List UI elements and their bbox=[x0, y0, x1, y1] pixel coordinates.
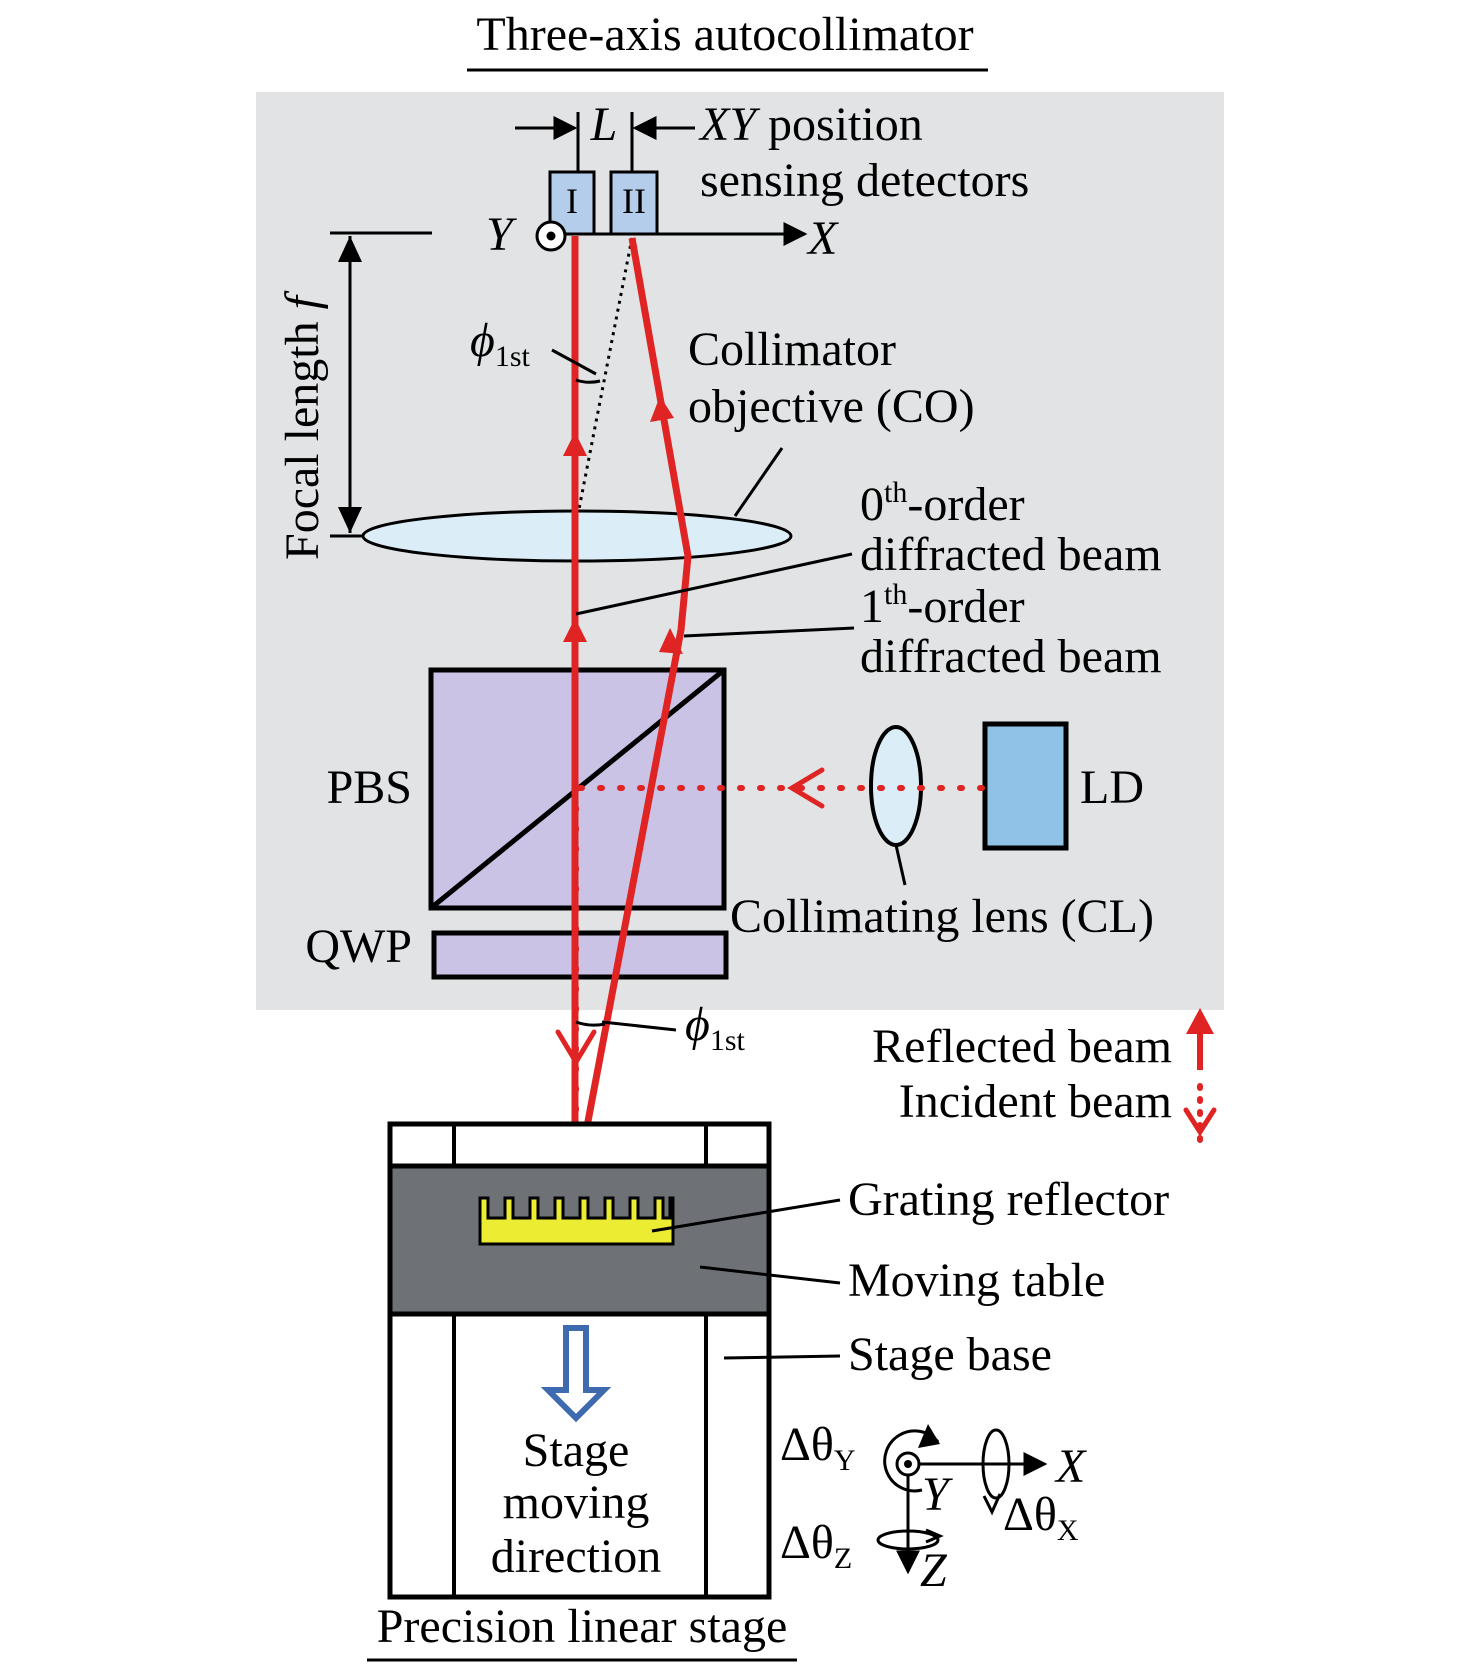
first-order-label-line1: 1th-order bbox=[860, 578, 1025, 633]
phi-top-arc bbox=[575, 378, 601, 384]
y-axis-label-bottom: Y bbox=[922, 1468, 953, 1521]
collimator-objective-label-line2: objective (CO) bbox=[688, 380, 975, 433]
focal-length-dimension bbox=[330, 231, 432, 538]
detector-ii-label: II bbox=[622, 181, 646, 221]
detectors-label-line2: sensing detectors bbox=[700, 154, 1029, 207]
legend-incident-arrow bbox=[1183, 1083, 1217, 1153]
reference-dotted-line bbox=[568, 237, 634, 556]
stage-title: Precision linear stage bbox=[377, 1600, 788, 1653]
stage-base-label: Stage base bbox=[848, 1328, 1052, 1381]
dtheta-z-label: ΔθZ bbox=[780, 1516, 852, 1575]
rotation-axes bbox=[876, 1424, 1048, 1575]
dtheta-x-label: ΔθX bbox=[1003, 1488, 1079, 1547]
phi-bottom-leader bbox=[601, 1020, 677, 1032]
moving-table-label: Moving table bbox=[848, 1254, 1105, 1307]
laser-diode bbox=[982, 721, 1069, 851]
grating-reflector bbox=[478, 1196, 675, 1246]
zeroth-order-label-line2: diffracted beam bbox=[860, 528, 1162, 581]
phi-bottom-label: ϕ1st bbox=[685, 998, 746, 1057]
focal-length-label: Focal length f bbox=[276, 290, 329, 560]
moving-table-leader bbox=[699, 1265, 841, 1285]
zeroth-order-label-line1: 0th-order bbox=[860, 476, 1025, 531]
x-axis-label-bottom: X bbox=[1054, 1440, 1087, 1493]
collimator-objective-leader bbox=[733, 447, 784, 517]
y-axis-label-top: Y bbox=[486, 208, 517, 261]
zeroth-order-leader bbox=[575, 552, 853, 616]
grating-reflector-label: Grating reflector bbox=[848, 1173, 1169, 1226]
detector-spacing-dimension bbox=[515, 112, 695, 172]
phi-bottom-arc bbox=[575, 1020, 606, 1027]
first-order-label-line2: diffracted beam bbox=[860, 630, 1162, 683]
zeroth-order-beam bbox=[563, 236, 587, 1190]
qwp-plate bbox=[431, 930, 729, 980]
legend-reflected-label: Reflected beam bbox=[872, 1020, 1172, 1073]
x-axis-label-top: X bbox=[806, 212, 839, 265]
collimator-objective-label-line1: Collimator bbox=[688, 323, 896, 376]
first-order-leader bbox=[683, 626, 855, 638]
stage-direction-arrow bbox=[540, 1325, 612, 1423]
qwp-label: QWP bbox=[305, 920, 412, 973]
grating-reflector-leader bbox=[651, 1198, 841, 1233]
first-order-beam bbox=[571, 237, 692, 1191]
z-axis-label-bottom: Z bbox=[920, 1544, 948, 1597]
legend-reflected-arrow bbox=[1186, 1008, 1214, 1070]
diagram-title: Three-axis autocollimator bbox=[476, 8, 973, 61]
collimating-lens-leader bbox=[894, 844, 907, 886]
stage-base-leader bbox=[723, 1354, 841, 1360]
stage-direction-line1: Stage bbox=[523, 1424, 630, 1477]
collimating-lens-label: Collimating lens (CL) bbox=[730, 890, 1154, 943]
detectors-label-line1: XY position bbox=[698, 98, 923, 151]
stage-direction-line3: direction bbox=[491, 1530, 662, 1583]
phi-top-leader bbox=[551, 348, 597, 376]
phi-top-label: ϕ1st bbox=[470, 314, 531, 373]
ld-label: LD bbox=[1080, 761, 1144, 814]
legend-incident-label: Incident beam bbox=[899, 1075, 1172, 1128]
dtheta-y-label: ΔθY bbox=[780, 1418, 856, 1477]
stage-direction-line2: moving bbox=[503, 1476, 650, 1529]
detector-i-label: I bbox=[566, 181, 578, 221]
detector-spacing-label: L bbox=[590, 98, 618, 151]
pbs-label: PBS bbox=[327, 761, 412, 814]
